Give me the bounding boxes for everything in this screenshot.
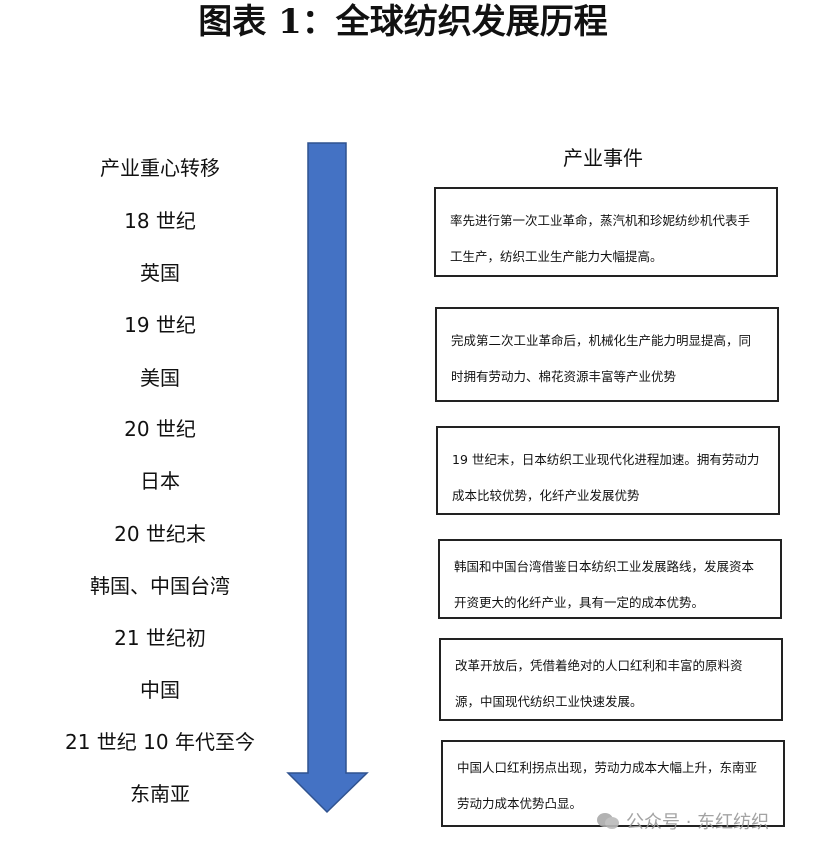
page-title: 图表 1：全球纺织发展历程	[198, 2, 608, 42]
left-item: 20 世纪末	[114, 522, 206, 546]
left-item: 20 世纪	[124, 417, 196, 441]
down-arrow-icon	[286, 142, 369, 814]
watermark-text: 公众号 · 东红纺织	[626, 812, 770, 833]
watermark: 公众号 · 东红纺织	[596, 808, 769, 834]
event-box: 完成第二次工业革命后，机械化生产能力明显提高，同时拥有劳动力、棉花资源丰富等产业…	[435, 307, 779, 402]
left-item: 东南亚	[130, 782, 190, 806]
left-item: 21 世纪 10 年代至今	[65, 730, 255, 754]
event-box: 改革开放后，凭借着绝对的人口红利和丰富的原料资源，中国现代纺织工业快速发展。	[439, 638, 783, 721]
left-item: 韩国、中国台湾	[90, 574, 230, 598]
left-item: 19 世纪	[124, 313, 196, 337]
event-box: 韩国和中国台湾借鉴日本纺织工业发展路线，发展资本开资更大的化纤产业，具有一定的成…	[438, 539, 782, 619]
event-box: 率先进行第一次工业革命，蒸汽机和珍妮纺纱机代表手工生产，纺织工业生产能力大幅提高…	[434, 187, 778, 277]
left-item: 美国	[140, 366, 180, 390]
event-box: 19 世纪末，日本纺织工业现代化进程加速。拥有劳动力成本比较优势，化纤产业发展优…	[436, 426, 780, 515]
right-column-header: 产业事件	[563, 146, 643, 170]
left-item: 中国	[140, 678, 180, 702]
left-column-header: 产业重心转移	[100, 156, 220, 180]
wechat-icon	[597, 813, 619, 829]
left-item: 英国	[140, 261, 180, 285]
left-item: 18 世纪	[124, 209, 196, 233]
left-item: 21 世纪初	[114, 626, 206, 650]
left-item: 日本	[140, 469, 180, 493]
